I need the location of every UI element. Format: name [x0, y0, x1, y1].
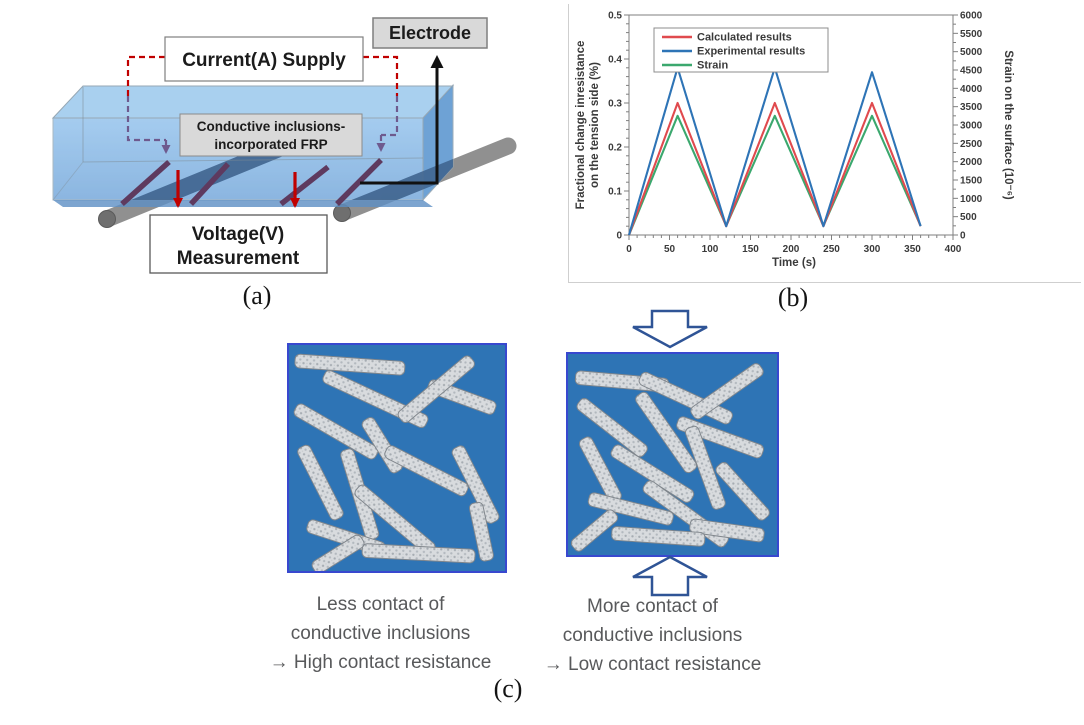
- cnt-rod: [469, 501, 494, 562]
- cnt-rod: [715, 461, 770, 521]
- compression-arrow-down-icon: [632, 309, 708, 349]
- voltage-measurement-arrows: [173, 170, 300, 208]
- cnt-rod: [690, 363, 764, 420]
- cnt-rod: [611, 526, 706, 547]
- cnt-rod: [397, 355, 475, 423]
- series-3: [628, 114, 922, 236]
- svg-text:0.3: 0.3: [608, 99, 622, 110]
- panel-b-caption: (b): [777, 283, 809, 312]
- more-contact-line2: conductive inclusions: [562, 625, 743, 646]
- svg-text:50: 50: [664, 244, 676, 255]
- compression-arrow-up-icon: [632, 555, 708, 597]
- cnt-rod: [311, 534, 365, 571]
- current-supply-label: Current(A) Supply: [182, 50, 346, 71]
- cnt-matrix-uncompressed: [287, 343, 507, 573]
- svg-text:100: 100: [702, 244, 719, 255]
- more-contact-line3: → Low contact resistance: [543, 654, 762, 675]
- svg-text:Experimental results: Experimental results: [697, 46, 805, 58]
- series-1: [628, 101, 922, 236]
- panel-a-caption: (a): [242, 281, 272, 310]
- voltage-label-box: Voltage(V) Measurement: [149, 214, 328, 274]
- less-contact-line3: → High contact resistance: [269, 652, 492, 673]
- svg-text:300: 300: [864, 244, 881, 255]
- cnt-rod: [689, 518, 765, 543]
- cnt-rods-left: [293, 353, 500, 571]
- rollers-seen-through-beam: [98, 137, 453, 200]
- svg-text:Strain: Strain: [697, 60, 728, 72]
- more-contact-line1: More contact of: [587, 596, 718, 617]
- svg-text:2000: 2000: [960, 157, 983, 168]
- svg-text:150: 150: [742, 244, 759, 255]
- cnt-rod: [685, 425, 726, 510]
- current-supply-wires: [126, 55, 399, 154]
- cnt-rod: [297, 444, 344, 521]
- cnt-rod: [361, 543, 476, 564]
- cnt-rod: [293, 403, 379, 460]
- electrode-label: Electrode: [389, 23, 471, 43]
- left-y-axis-title-line2: on the tension side (%): [589, 62, 601, 188]
- svg-text:0.1: 0.1: [608, 187, 622, 198]
- cnt-rod: [451, 445, 500, 524]
- svg-text:0.5: 0.5: [608, 11, 622, 22]
- cnt-rod: [676, 416, 764, 459]
- frp-beam: [51, 83, 455, 207]
- painted-electrode-lines: [120, 158, 383, 207]
- more-contact-label: More contact of conductive inclusions → …: [530, 592, 775, 679]
- x-axis-title: Time (s): [772, 257, 816, 269]
- frp-label-line2: incorporated FRP: [214, 137, 327, 152]
- svg-text:4000: 4000: [960, 84, 983, 95]
- svg-text:0: 0: [616, 231, 622, 242]
- svg-text:1500: 1500: [960, 176, 983, 187]
- svg-text:0: 0: [626, 244, 632, 255]
- less-contact-line1: Less contact of: [316, 594, 445, 615]
- svg-text:3500: 3500: [960, 102, 983, 113]
- svg-text:4500: 4500: [960, 66, 983, 77]
- left-y-axis-title-line1: Fractional change inresistance: [575, 41, 587, 210]
- svg-text:350: 350: [904, 244, 921, 255]
- cnt-rod: [587, 492, 674, 526]
- less-contact-label: Less contact of conductive inclusions → …: [258, 590, 503, 677]
- cnt-matrix-compressed: [566, 352, 779, 557]
- current-supply-label-box: Current(A) Supply: [164, 36, 364, 82]
- svg-text:3000: 3000: [960, 121, 983, 132]
- electrode-pointer-arrow: [360, 55, 444, 185]
- svg-text:200: 200: [783, 244, 800, 255]
- cnt-rod: [635, 391, 698, 474]
- frp-label-box: Conductive inclusions- incorporated FRP: [179, 113, 363, 157]
- cnt-rod: [576, 397, 648, 458]
- panel-a-setup-diagram: Electrode Current(A) Supply Conductive i…: [51, 17, 517, 274]
- less-contact-line2: conductive inclusions: [290, 623, 471, 644]
- right-y-axis-title: Strain on the surface (10⁻⁶): [1002, 50, 1014, 200]
- cnt-rod: [610, 444, 695, 503]
- cnt-rod: [570, 509, 619, 552]
- svg-text:6000: 6000: [960, 11, 983, 22]
- svg-text:5500: 5500: [960, 29, 983, 40]
- svg-text:1000: 1000: [960, 194, 983, 205]
- cnt-rods-right: [570, 363, 770, 552]
- voltage-label-line2: Measurement: [177, 248, 300, 269]
- svg-text:250: 250: [823, 244, 840, 255]
- electrode-label-box: Electrode: [372, 17, 488, 49]
- svg-text:500: 500: [960, 212, 977, 223]
- svg-text:0: 0: [960, 231, 966, 242]
- cnt-rod: [384, 445, 469, 497]
- cnt-rod: [294, 353, 406, 376]
- svg-text:0.4: 0.4: [608, 55, 622, 66]
- frp-label-line1: Conductive inclusions-: [197, 119, 346, 134]
- voltage-label-line1: Voltage(V): [192, 224, 285, 245]
- svg-text:2500: 2500: [960, 139, 983, 150]
- svg-text:400: 400: [945, 244, 962, 255]
- svg-text:Calculated results: Calculated results: [697, 32, 792, 44]
- svg-text:0.2: 0.2: [608, 143, 622, 154]
- panel-c-caption: (c): [493, 674, 523, 703]
- svg-text:5000: 5000: [960, 47, 983, 58]
